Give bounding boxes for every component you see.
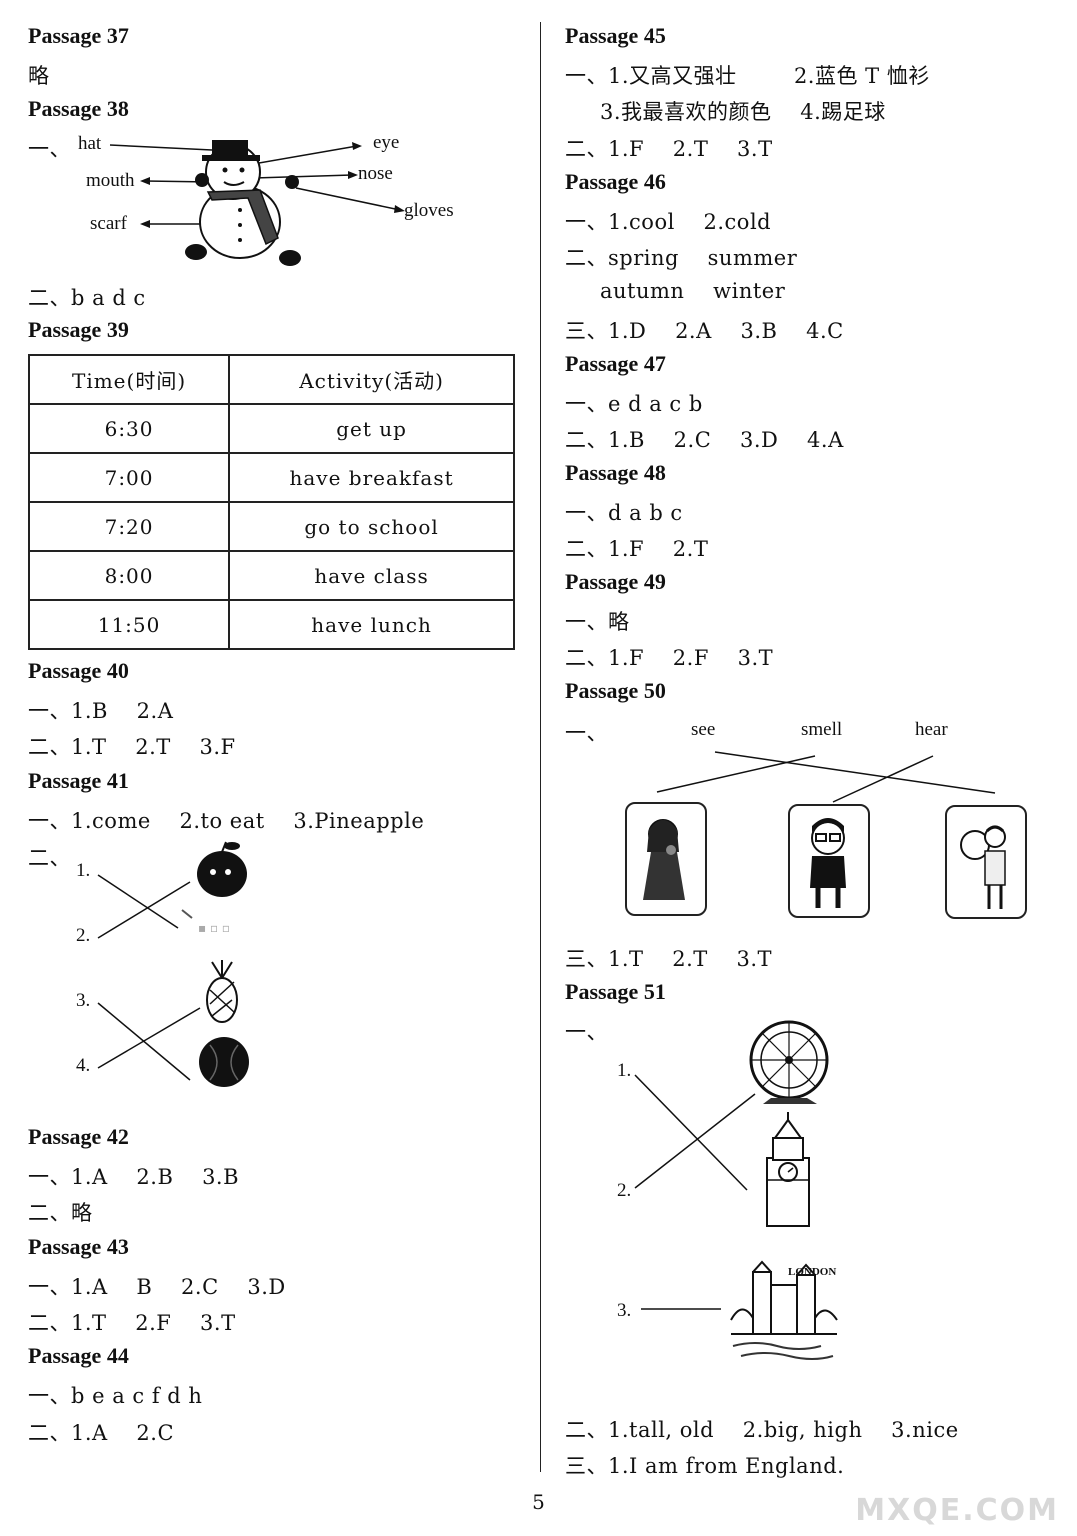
passage-38-part2: 二、b a d c — [28, 286, 146, 310]
label-gloves: gloves — [404, 200, 454, 221]
svg-text:▪ ▫ ▫: ▪ ▫ ▫ — [198, 921, 230, 935]
passage-46-part2-cont: autumn winter — [600, 279, 786, 303]
passage-48-title: Passage 48 — [565, 460, 666, 485]
passage-42-part2: 二、略 — [28, 1201, 93, 1225]
table-cell-activity: get up — [228, 403, 515, 454]
table-cell-time: 7:20 — [27, 501, 231, 552]
passage-44-part2: 二、1.A 2.C — [28, 1421, 175, 1445]
passage-43-title: Passage 43 — [28, 1234, 129, 1259]
passage-40-title: Passage 40 — [28, 658, 129, 683]
passage-47-part1: 一、e d a c b — [565, 392, 703, 416]
passage-49-part2: 二、1.F 2.F 3.T — [565, 646, 774, 670]
label-scarf: scarf — [90, 213, 127, 234]
item-number: 2. — [617, 1180, 632, 1201]
fruit-matching-illustration: ▪ ▫ ▫ — [97, 841, 249, 1087]
table-header-time: Time(时间) — [27, 354, 231, 405]
label-eye: eye — [373, 132, 400, 153]
passage-46-title: Passage 46 — [565, 169, 666, 194]
label-smell: smell — [801, 719, 843, 740]
passage-51-title: Passage 51 — [565, 979, 666, 1004]
passage-47-title: Passage 47 — [565, 351, 666, 376]
passage-44-title: Passage 44 — [28, 1343, 129, 1368]
table-cell-activity: have class — [228, 550, 515, 601]
passage-50-part3: 三、1.T 2.T 3.T — [565, 947, 773, 971]
passage-46-part3: 三、1.D 2.A 3.B 4.C — [565, 319, 844, 343]
passage-37-title: Passage 37 — [28, 23, 129, 48]
label-hat: hat — [78, 133, 102, 154]
passage-51-part3: 三、1.I am from England. — [565, 1454, 845, 1478]
table-row: 8:00 have class — [27, 550, 515, 601]
landmarks-matching-illustration — [634, 1020, 838, 1360]
passage-44-part1: 一、b e a c f d h — [28, 1384, 203, 1408]
passage-47-part2: 二、1.B 2.C 3.D 4.A — [565, 428, 844, 452]
passage-41-part1: 一、1.come 2.to eat 3.Pineapple — [28, 809, 425, 833]
senses-matching-illustration — [656, 751, 996, 803]
table-cell-time: 11:50 — [27, 599, 231, 650]
passage-38-title: Passage 38 — [28, 96, 129, 121]
column-divider — [540, 22, 541, 1472]
passage-48-part1: 一、d a b c — [565, 501, 683, 525]
item-number: 1. — [76, 860, 91, 881]
label-hear: hear — [915, 719, 948, 740]
passage-42-title: Passage 42 — [28, 1124, 129, 1149]
table-row: 6:30 get up — [27, 403, 515, 454]
passage-40-part1: 一、1.B 2.A — [28, 699, 174, 723]
table-row: 11:50 have lunch — [27, 599, 515, 650]
passage-45-title: Passage 45 — [565, 23, 666, 48]
passage-50-title: Passage 50 — [565, 678, 666, 703]
passage-46-part1: 一、1.cool 2.cold — [565, 210, 772, 234]
table-cell-time: 6:30 — [27, 403, 231, 454]
item-number: 3. — [617, 1300, 632, 1321]
passage-43-part2: 二、1.T 2.F 3.T — [28, 1311, 236, 1335]
label-mouth: mouth — [86, 170, 135, 191]
passage-39-title: Passage 39 — [28, 317, 129, 342]
passage-49-title: Passage 49 — [565, 569, 666, 594]
item-number: 3. — [76, 990, 91, 1011]
passage-45-part1: 一、1.又高又强壮 2.蓝色 T 恤衫 — [565, 64, 930, 88]
snowman-illustration — [109, 140, 405, 266]
passage-41-part2: 二、 — [28, 846, 71, 870]
table-row: 7:20 go to school — [27, 501, 515, 552]
passage-46-part2: 二、spring summer — [565, 246, 798, 270]
passage-38-prefix: 一、 — [28, 137, 71, 161]
watermark: MXQE.COM — [855, 1493, 1059, 1528]
passage-45-part2: 二、1.F 2.T 3.T — [565, 137, 773, 161]
passage-42-part1: 一、1.A 2.B 3.B — [28, 1165, 240, 1189]
label-see: see — [691, 719, 716, 740]
passage-37-answer: 略 — [28, 64, 50, 88]
passage-43-part1: 一、1.A B 2.C 3.D — [28, 1275, 286, 1299]
passage-45-part1-cont: 3.我最喜欢的颜色 4.踢足球 — [600, 100, 886, 124]
passage-50-prefix: 一、 — [565, 721, 608, 745]
detective-seeing-picture — [945, 805, 1027, 919]
passage-48-part2: 二、1.F 2.T — [565, 537, 709, 561]
passage-51-part2: 二、1.tall, old 2.big, high 3.nice — [565, 1418, 959, 1442]
schedule-table: Time(时间) Activity(活动) 6:30 get up 7:00 h… — [27, 354, 515, 650]
item-number: 2. — [76, 925, 91, 946]
passage-51-prefix: 一、 — [565, 1020, 608, 1044]
table-cell-activity: have lunch — [228, 599, 515, 650]
label-nose: nose — [358, 163, 393, 184]
table-header-activity: Activity(活动) — [228, 354, 515, 405]
passage-41-title: Passage 41 — [28, 768, 129, 793]
table-cell-time: 8:00 — [27, 550, 231, 601]
boy-hearing-picture — [788, 804, 870, 918]
page-number: 5 — [532, 1490, 545, 1514]
table-cell-activity: have breakfast — [228, 452, 515, 503]
passage-49-part1: 一、略 — [565, 610, 630, 634]
item-number: 4. — [76, 1055, 91, 1076]
table-row: 7:00 have breakfast — [27, 452, 515, 503]
london-caption: LONDON — [788, 1266, 837, 1278]
table-header-row: Time(时间) Activity(活动) — [27, 354, 515, 405]
girl-smelling-picture — [625, 802, 707, 916]
item-number: 1. — [617, 1060, 632, 1081]
table-cell-time: 7:00 — [27, 452, 231, 503]
table-cell-activity: go to school — [228, 501, 515, 552]
passage-40-part2: 二、1.T 2.T 3.F — [28, 735, 236, 759]
